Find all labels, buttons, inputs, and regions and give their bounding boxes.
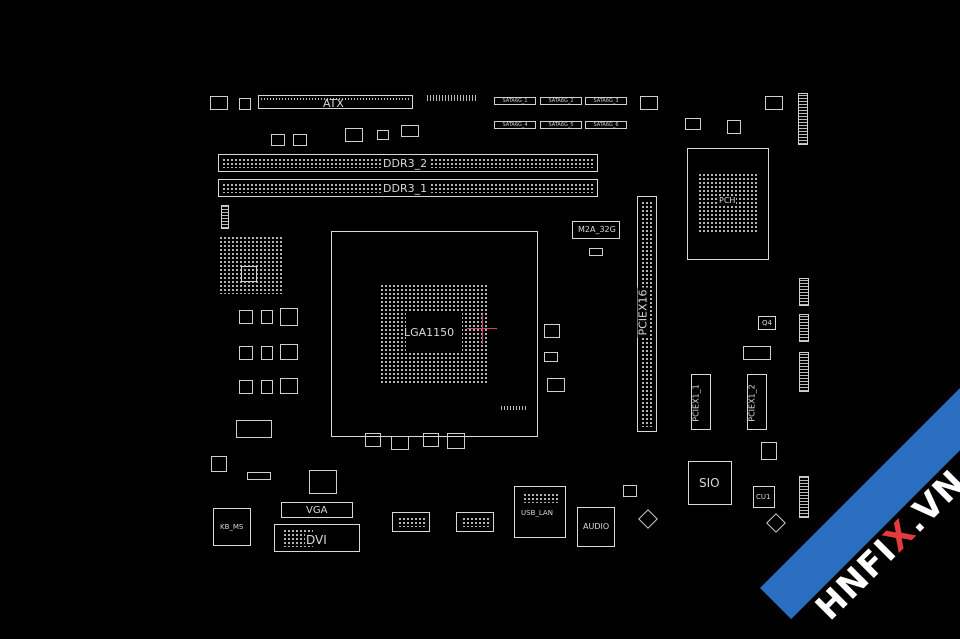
pciex1-2-label: PCIEX1_2	[747, 384, 757, 422]
header-left-1[interactable]	[221, 205, 229, 229]
component-u3[interactable]	[401, 125, 419, 137]
component-u16[interactable]	[236, 420, 272, 438]
component-u9[interactable]	[685, 118, 701, 130]
ddr3-2-label: DDR3_2	[381, 157, 430, 170]
dvi-connector[interactable]: DVI	[274, 524, 360, 552]
crosshair-v	[482, 314, 483, 344]
component-u18[interactable]	[309, 470, 337, 494]
usb-lan-connector[interactable]: USB_LAN	[514, 486, 566, 538]
m2-label: M2A_32G	[578, 225, 616, 234]
component-u7[interactable]	[377, 130, 389, 140]
inductor-1[interactable]	[280, 308, 298, 326]
vga-connector[interactable]: VGA	[281, 502, 353, 518]
mosfet-3[interactable]	[239, 380, 253, 394]
inductor-3[interactable]	[280, 378, 298, 394]
cpu-socket-center	[406, 312, 462, 352]
usb-header-2-pins	[462, 517, 490, 527]
smd-cluster-left	[219, 236, 283, 294]
pciex1-1-label: PCIEX1_1	[691, 384, 701, 422]
header-right-3[interactable]	[799, 352, 809, 392]
cpu-socket[interactable]: LGA1150	[331, 231, 538, 437]
component-u28[interactable]	[589, 248, 603, 256]
component-u15[interactable]	[766, 513, 786, 533]
pciex16-slot[interactable]: PCIEX16	[637, 196, 657, 432]
pch-label: PCH	[718, 196, 737, 205]
m2-slot[interactable]: M2A_32G	[572, 221, 620, 239]
usb-header-1-pins	[398, 517, 426, 527]
audio-label: AUDIO	[583, 522, 610, 531]
sata-port-1[interactable]: SATA6G_1	[494, 97, 536, 105]
header-top[interactable]	[427, 95, 477, 101]
component-u11[interactable]	[765, 96, 783, 110]
sio-label: SIO	[699, 476, 720, 490]
kb-ms-label: KB_MS	[220, 523, 244, 531]
component-u24[interactable]	[544, 324, 560, 338]
component-u8[interactable]	[640, 96, 658, 110]
component-u6[interactable]	[345, 128, 363, 142]
component-u25[interactable]	[544, 352, 558, 362]
component-u10[interactable]	[727, 120, 741, 134]
mosfet-1[interactable]	[239, 310, 253, 324]
component-u4[interactable]	[271, 134, 285, 146]
component-u14[interactable]	[638, 509, 658, 529]
sata-port-4[interactable]: SATA6G_4	[494, 121, 536, 129]
mosfet-6[interactable]	[261, 380, 273, 394]
component-u26[interactable]	[547, 378, 565, 392]
component-u1[interactable]	[210, 96, 228, 110]
component-u13[interactable]	[761, 442, 777, 460]
cu1-label: CU1	[756, 493, 771, 501]
audio-connector[interactable]: AUDIO	[577, 507, 615, 547]
q4-component[interactable]: Q4	[758, 316, 776, 330]
atx-label: ATX	[323, 97, 344, 110]
component-u22[interactable]	[447, 433, 465, 449]
header-socket-bottom[interactable]	[501, 406, 527, 410]
kb-ms-connector[interactable]: KB_MS	[213, 508, 251, 546]
ddr3-slot-1[interactable]: DDR3_1	[218, 179, 598, 197]
sata-port-6[interactable]: SATA6G_6	[585, 121, 627, 129]
sata-port-5[interactable]: SATA6G_5	[540, 121, 582, 129]
pciex16-label: PCIEX16	[636, 287, 650, 338]
mosfet-5[interactable]	[261, 346, 273, 360]
pciex1-slot-2[interactable]: PCIEX1_2	[747, 374, 767, 430]
header-right-4[interactable]	[799, 476, 809, 518]
usb-lan-pins	[523, 493, 559, 503]
vga-label: VGA	[306, 505, 328, 516]
component-u5[interactable]	[293, 134, 307, 146]
boardview-diagram: ATX SATA6G_1 SATA6G_2 SATA6G_3 SATA6G_4 …	[205, 88, 810, 552]
cu1-component[interactable]: CU1	[753, 486, 775, 508]
pch-chip[interactable]: PCH	[687, 148, 769, 260]
mosfet-4[interactable]	[261, 310, 273, 324]
usb-header-2[interactable]	[456, 512, 494, 532]
sata-port-2[interactable]: SATA6G_2	[540, 97, 582, 105]
component-u19[interactable]	[247, 472, 271, 480]
header-right-2[interactable]	[799, 314, 809, 342]
sio-chip[interactable]: SIO	[688, 461, 732, 505]
component-u12[interactable]	[743, 346, 771, 360]
atx-pins	[261, 98, 410, 100]
usb-header-1[interactable]	[392, 512, 430, 532]
header-right-1[interactable]	[799, 278, 809, 306]
dvi-label: DVI	[305, 533, 328, 547]
sata-port-3[interactable]: SATA6G_3	[585, 97, 627, 105]
ddr3-slot-2[interactable]: DDR3_2	[218, 154, 598, 172]
cpu-socket-label: LGA1150	[404, 326, 455, 339]
mosfet-2[interactable]	[239, 346, 253, 360]
ddr3-1-label: DDR3_1	[381, 182, 430, 195]
component-u21[interactable]	[423, 433, 439, 447]
component-u17[interactable]	[211, 456, 227, 472]
inductor-2[interactable]	[280, 344, 298, 360]
component-u2[interactable]	[239, 98, 251, 110]
component-u27[interactable]	[623, 485, 637, 497]
component-u23[interactable]	[391, 436, 409, 450]
atx-connector[interactable]: ATX	[258, 95, 413, 109]
component-u20[interactable]	[365, 433, 381, 447]
q4-label: Q4	[762, 319, 772, 327]
header-right-top[interactable]	[798, 93, 808, 145]
usb-lan-label: USB_LAN	[521, 509, 553, 517]
pciex1-slot-1[interactable]: PCIEX1_1	[691, 374, 711, 430]
